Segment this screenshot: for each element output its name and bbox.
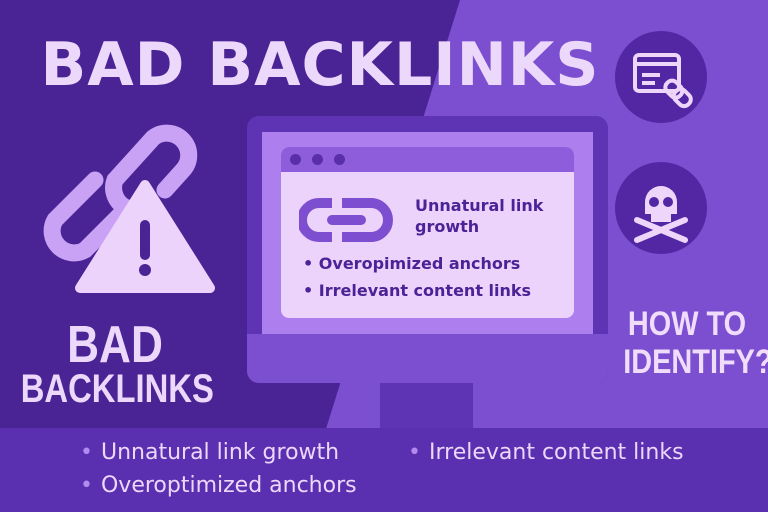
left-label-bad: BAD	[67, 316, 163, 374]
browser-window: Unnatural link growth • Overopimized anc…	[281, 147, 574, 318]
browser-link-badge	[615, 31, 707, 123]
browser-link-icon	[633, 53, 693, 109]
skull-crossbones-icon	[634, 186, 688, 243]
bottom-bullet: •Overoptimized anchors	[80, 473, 357, 498]
browser-heading: Unnatural link growth	[415, 196, 544, 236]
bullet-text: Irrelevant content links	[428, 440, 684, 465]
how-to-line2: IDENTIFY?	[623, 343, 768, 381]
bullet-text: Overoptimized anchors	[100, 473, 357, 498]
window-dot-icon	[312, 154, 323, 165]
bottom-bar: •Unnatural link growth •Irrelevant conte…	[0, 428, 768, 512]
browser-titlebar	[281, 147, 574, 172]
monitor-stand	[380, 383, 473, 430]
window-dot-icon	[290, 154, 301, 165]
bullet-text: Overopimized anchors	[318, 254, 521, 273]
link-icon	[299, 198, 393, 242]
browser-bullet: • Irrelevant content links	[303, 281, 532, 300]
how-to-identify-label: HOW TO IDENTIFY?	[623, 305, 768, 381]
page-title: BAD BACKLINKS	[40, 30, 600, 100]
broken-chain-icon	[43, 124, 215, 293]
browser-bullet: • Overopimized anchors	[303, 254, 521, 273]
bottom-bullet: •Unnatural link growth	[80, 440, 340, 465]
monitor-chin	[247, 334, 608, 383]
window-dot-icon	[334, 154, 345, 165]
left-label-backlinks: BACKLINKS	[20, 367, 214, 411]
skull-badge	[615, 162, 707, 254]
bullet-text: Unnatural link growth	[100, 440, 340, 465]
how-to-line1: HOW TO	[627, 305, 747, 343]
bullet-text: Irrelevant content links	[318, 281, 532, 300]
bottom-bullet: •Irrelevant content links	[408, 440, 684, 465]
